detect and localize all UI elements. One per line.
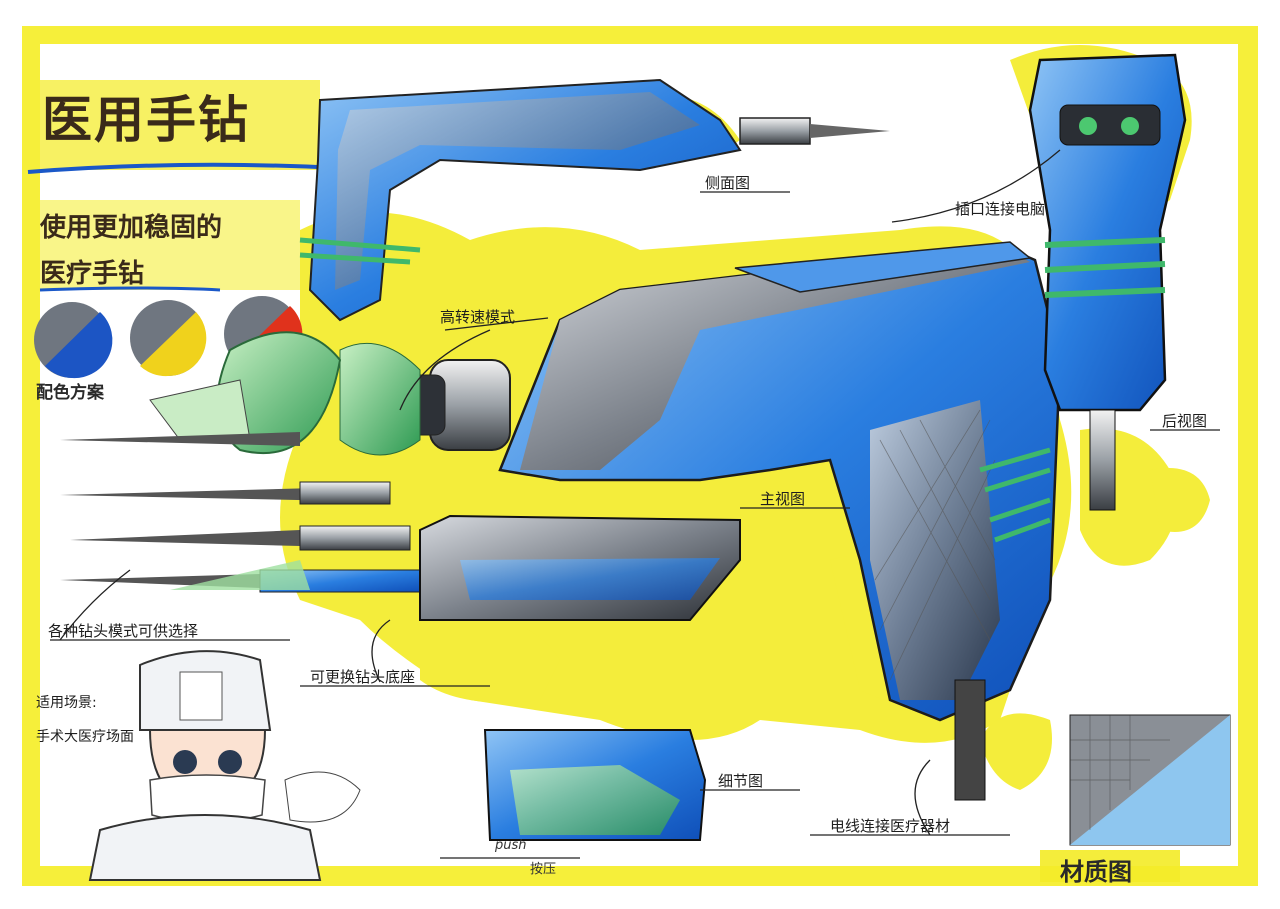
rear-view-drill — [1028, 53, 1187, 511]
material-swatch — [1069, 714, 1231, 846]
label-material: 材质图 — [1060, 858, 1132, 886]
replaceable-base — [419, 514, 741, 621]
label-push: push — [495, 838, 527, 853]
label-main-view: 主视图 — [760, 490, 806, 508]
label-replaceable-base: 可更换钻头底座 — [310, 668, 416, 686]
doctor-illustration — [88, 650, 361, 881]
subtitle-underline — [39, 286, 221, 292]
label-cable: 电线连接医疗器材 — [830, 817, 951, 835]
main-view-drill — [149, 241, 1062, 801]
label-side-view: 侧面图 — [705, 174, 751, 192]
scene-label: 适用场景: 手术大医疗场面 — [36, 686, 134, 754]
page-title: 医用手钻 — [42, 91, 250, 149]
detail-view — [483, 729, 707, 841]
label-plug-connection: 插口连接电脑 — [955, 200, 1046, 218]
scene-line-2: 手术大医疗场面 — [36, 729, 134, 745]
label-drill-bits: 各种钻头模式可供选择 — [48, 622, 199, 640]
label-rear-view: 后视图 — [1162, 412, 1208, 430]
subtitle-line-1: 使用更加稳固的 — [40, 213, 223, 243]
label-push-cn: 按压 — [530, 862, 557, 877]
label-high-drill-mode: 高转速模式 — [440, 308, 516, 326]
drill-bits — [60, 432, 421, 593]
title-underline — [27, 162, 341, 174]
side-view-drill — [299, 78, 890, 322]
scene-line-1: 适用场景: — [36, 695, 97, 711]
subtitle-line-2: 医疗手钻 — [40, 259, 145, 289]
palette-label: 配色方案 — [36, 383, 104, 403]
label-detail-view: 细节图 — [718, 772, 764, 790]
leader-lines — [50, 149, 1220, 859]
